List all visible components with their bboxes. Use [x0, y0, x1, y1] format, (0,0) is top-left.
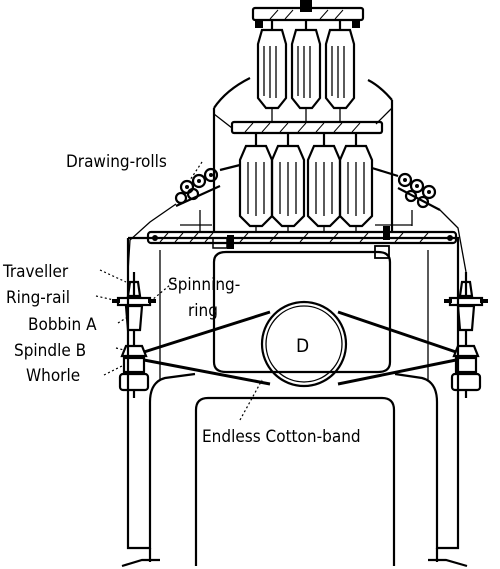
- spindle-left: [112, 272, 156, 398]
- drum-d: [260, 300, 348, 388]
- labels: Drawing-rolls Traveller Ring-rail Spinni…: [2, 152, 361, 447]
- label-spinning-ring-1: Spinning-: [168, 275, 240, 295]
- lower-bobbin-2: [270, 144, 306, 228]
- roller-beam: [146, 224, 458, 259]
- label-bobbin-a: Bobbin A: [28, 315, 97, 335]
- upper-bobbin-3: [324, 28, 356, 122]
- lower-roving-bobbins: [238, 133, 374, 232]
- leader-lines: [95, 161, 263, 421]
- upper-bobbin-1: [256, 28, 288, 122]
- label-drum-d: D: [296, 335, 309, 357]
- label-traveller: Traveller: [2, 262, 69, 282]
- label-whorle: Whorle: [26, 366, 80, 386]
- endless-cotton-band: [143, 310, 457, 386]
- lower-bobbin-1: [238, 144, 274, 228]
- yarn-paths: [127, 203, 467, 273]
- lower-bobbin-3: [306, 144, 342, 228]
- upper-bobbin-2: [290, 28, 322, 122]
- drawing-rolls-left: [174, 163, 241, 208]
- label-ring-rail: Ring-rail: [6, 288, 70, 308]
- spindle-right: [444, 272, 488, 398]
- label-drawing-rolls: Drawing-rolls: [66, 152, 167, 172]
- creel: [212, 0, 394, 232]
- drawing-rolls-right: [371, 166, 441, 211]
- label-endless-cotton-band: Endless Cotton-band: [202, 427, 361, 447]
- machine-frame: [121, 236, 468, 568]
- upper-roving-bobbins: [256, 20, 356, 122]
- lower-bobbin-4: [338, 144, 374, 228]
- label-spinning-ring-2: ring: [188, 301, 218, 321]
- label-spindle-b: Spindle B: [14, 341, 86, 361]
